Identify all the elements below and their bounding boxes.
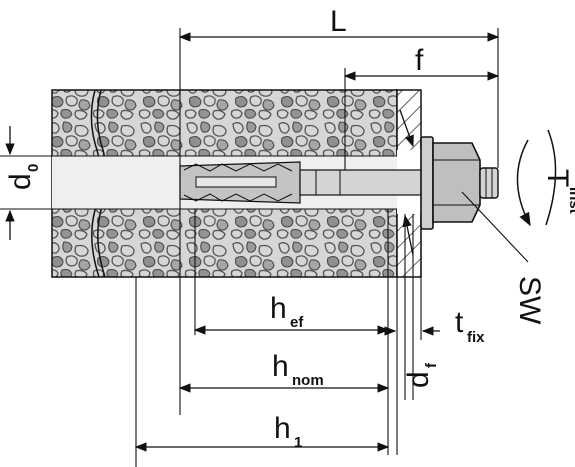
label-T-inst: T <box>541 169 574 187</box>
anchor-bolt <box>179 136 499 230</box>
dimension-L: L <box>178 5 500 415</box>
dimension-tfix: t fix <box>380 229 485 455</box>
torque-indicator: T inst <box>516 129 575 227</box>
label-SW: SW <box>513 276 546 325</box>
label-hef-sub: ef <box>290 314 304 331</box>
label-tfix: t <box>455 306 464 339</box>
label-hnom-sub: nom <box>292 372 324 389</box>
label-d0: d <box>4 173 37 190</box>
dimension-hnom: h nom <box>178 330 390 395</box>
dimension-f: f <box>343 44 500 170</box>
dimension-h1: h 1 <box>134 277 390 467</box>
label-h1: h <box>274 412 291 445</box>
label-T-inst-sub: inst <box>566 187 575 214</box>
label-d0-sub: 0 <box>25 164 42 172</box>
label-L: L <box>330 5 347 38</box>
dimension-hef: h ef <box>193 209 390 335</box>
dimension-df: d f <box>399 109 440 400</box>
label-df-sub: f <box>423 362 440 368</box>
label-hnom: h <box>272 350 289 383</box>
label-tfix-sub: fix <box>467 329 485 346</box>
label-f: f <box>415 44 424 77</box>
label-df: d <box>402 371 435 388</box>
wrench-size: SW <box>461 191 546 325</box>
label-hef: h <box>270 292 287 325</box>
label-h1-sub: 1 <box>294 434 302 451</box>
dimension-d0: d 0 <box>0 126 52 240</box>
